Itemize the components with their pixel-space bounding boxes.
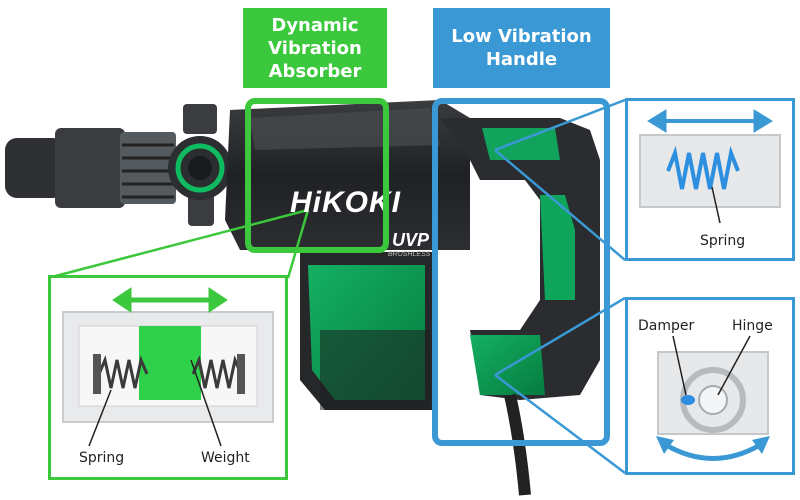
side-handle-knob (168, 104, 232, 226)
brand-logo: HiKOKI (290, 186, 401, 219)
tool-handle (440, 118, 600, 496)
absorber-highlight-frame (245, 98, 389, 253)
absorber-springs (97, 355, 243, 389)
damper-element (681, 395, 695, 405)
blue-callout-lines (494, 98, 626, 474)
handle-oscillation-arrow (647, 109, 773, 133)
green-callout-lines (47, 208, 310, 280)
oscillation-arrow (112, 287, 228, 313)
tool-body (225, 100, 470, 410)
handle-spring-coil (666, 145, 740, 190)
absorber-weight-caption: Weight (201, 450, 250, 466)
low-vibration-handle-label: Low Vibration Handle (433, 8, 610, 88)
damper-hinge-inset: Damper Hinge (625, 297, 795, 475)
dynamic-vibration-absorber-label: Dynamic Vibration Absorber (243, 8, 387, 88)
brushless-badge: BRUSHLESS (388, 251, 431, 258)
damper-hinge-diagram (656, 335, 770, 461)
absorber-spring-caption: Spring (79, 450, 125, 466)
handle-spring-inset: Spring (625, 98, 795, 261)
tool-chuck (5, 128, 176, 208)
uvp-badge: UVP (392, 230, 430, 250)
absorber-detail-inset: Spring Weight (48, 275, 288, 480)
handle-spring-diagram (639, 109, 781, 224)
rotation-arrow (664, 442, 762, 461)
hinge-caption: Hinge (732, 318, 773, 334)
weight-block (139, 326, 201, 400)
handle-highlight-frame (432, 98, 610, 446)
damper-caption: Damper (638, 318, 695, 334)
hinge-pivot (698, 385, 728, 415)
absorber-mechanism-diagram (62, 287, 274, 447)
handle-spring-caption: Spring (700, 233, 746, 249)
